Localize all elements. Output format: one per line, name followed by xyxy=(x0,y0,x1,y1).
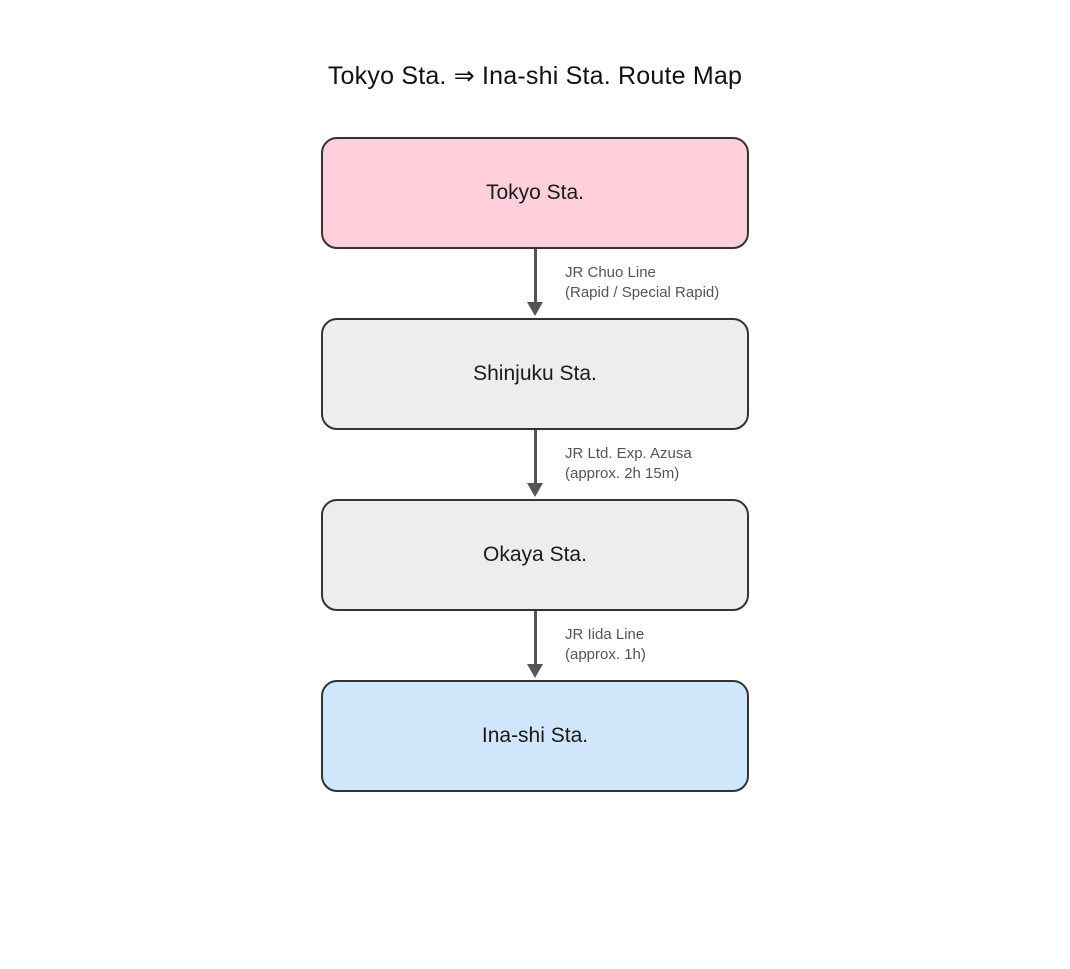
station-box-tokyo: Tokyo Sta. xyxy=(321,137,749,249)
edge-label-chuo-line: JR Chuo Line (Rapid / Special Rapid) xyxy=(565,263,719,303)
edge-label-azusa: JR Ltd. Exp. Azusa (approx. 2h 15m) xyxy=(565,444,692,484)
edge-line-name: JR Chuo Line xyxy=(565,264,656,281)
arrow-down-icon xyxy=(527,302,543,316)
station-label-okaya: Okaya Sta. xyxy=(483,543,587,566)
page-title: Tokyo Sta. ⇒ Ina-shi Sta. Route Map xyxy=(327,62,743,90)
arrow-down-icon xyxy=(527,664,543,678)
arrow-line xyxy=(534,249,537,303)
connector-okaya-inashi: JR Iida Line (approx. 1h) xyxy=(0,611,1070,680)
station-box-shinjuku: Shinjuku Sta. xyxy=(321,318,749,430)
arrow-line xyxy=(534,430,537,484)
connector-tokyo-shinjuku: JR Chuo Line (Rapid / Special Rapid) xyxy=(0,249,1070,318)
edge-line-detail: (approx. 2h 15m) xyxy=(565,465,680,482)
edge-line-detail: (Rapid / Special Rapid) xyxy=(565,284,720,301)
station-label-inashi: Ina-shi Sta. xyxy=(481,724,589,747)
connector-shinjuku-okaya: JR Ltd. Exp. Azusa (approx. 2h 15m) xyxy=(0,430,1070,499)
station-box-inashi: Ina-shi Sta. xyxy=(321,680,749,792)
station-label-tokyo: Tokyo Sta. xyxy=(485,181,585,204)
station-label-shinjuku: Shinjuku Sta. xyxy=(473,362,597,385)
arrow-line xyxy=(534,611,537,665)
arrow-down-icon xyxy=(527,483,543,497)
station-box-okaya: Okaya Sta. xyxy=(321,499,749,611)
edge-line-detail: (approx. 1h) xyxy=(565,646,646,663)
edge-label-iida-line: JR Iida Line (approx. 1h) xyxy=(565,625,646,665)
edge-line-name: JR Ltd. Exp. Azusa xyxy=(565,445,692,462)
edge-line-name: JR Iida Line xyxy=(565,626,645,643)
